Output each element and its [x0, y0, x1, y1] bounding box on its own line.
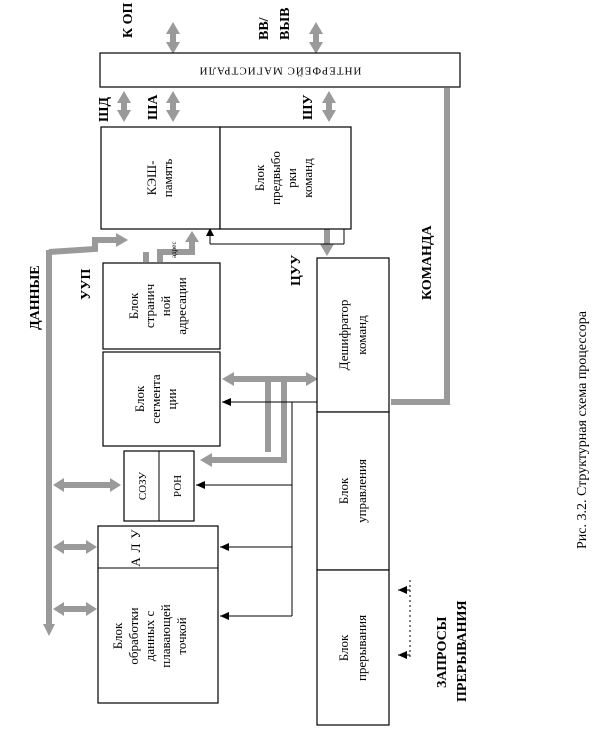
interrupt-label: Блок прерывания [336, 615, 369, 681]
svg-text:Дешифратор: Дешифратор [336, 300, 351, 371]
svg-text:КЭШ-: КЭШ- [144, 161, 159, 196]
cache-box [100, 126, 221, 230]
svg-text:плавающей: плавающей [158, 604, 173, 667]
svg-text:А: А [128, 557, 143, 567]
interface-bus-label: ИНТЕРФЕЙС МАГИСТРАЛИ [199, 64, 362, 76]
data-bus-vertical [43, 233, 128, 636]
vyv-label: ВЫВ [278, 8, 293, 40]
svg-text:сегмента: сегмента [148, 374, 163, 424]
vv-label: ВВ/ [257, 16, 272, 40]
sha-arrow [166, 91, 180, 122]
segment-label: Блок сегмента ции [132, 374, 179, 424]
data-bus-branch-fpu [53, 602, 97, 616]
uup-bus [143, 231, 199, 262]
segment-box [102, 351, 221, 447]
svg-text:ции: ции [164, 389, 179, 410]
komanda-bus [391, 88, 450, 405]
svg-text:адресации: адресации [174, 277, 189, 335]
svg-text:управления: управления [354, 459, 369, 523]
svg-text:ной: ной [158, 296, 173, 316]
shu-arrow [322, 91, 336, 122]
k-op-arrow [166, 22, 180, 54]
svg-text:странич: странич [142, 283, 157, 328]
paging-box [102, 262, 221, 350]
svg-text:Блок: Блок [132, 385, 147, 412]
decoder-box [316, 257, 390, 413]
figure-caption: Рис. 3.2. Структурная схема процессора [575, 310, 590, 549]
data-bus-branch-sozu [53, 478, 121, 492]
data-bus-branch-alu [53, 540, 97, 554]
svg-text:Л: Л [128, 543, 143, 552]
fpu-label: Блок обработки данных с плавающей точкой [110, 604, 189, 667]
prefetch-label: Блок предвыбо рки команд [252, 151, 315, 205]
shd-arrow [117, 91, 131, 122]
fpu-box [97, 525, 219, 704]
prefetch-box [219, 126, 352, 230]
cache-label: КЭШ- память [144, 159, 175, 198]
svg-text:Блок: Блок [252, 164, 267, 191]
svg-text:данных с: данных с [142, 610, 157, 661]
ron-label: РОН [172, 475, 184, 497]
zaprosy-label: ЗАПРОСЫ [435, 616, 450, 688]
svg-text:обработки: обработки [126, 607, 141, 664]
svg-text:команд: команд [354, 315, 369, 355]
shd-label: ШД [97, 97, 112, 122]
uup-label: УУП [79, 268, 94, 300]
svg-text:У: У [128, 529, 143, 539]
svg-text:Блок: Блок [336, 477, 351, 504]
k-op-label: К ОП [121, 2, 136, 38]
prefetch-decoder-bus [320, 228, 334, 256]
svg-text:Блок: Блок [126, 292, 141, 319]
paging-label: Блок странич ной адресации [126, 277, 189, 335]
shu-label: ШУ [301, 94, 316, 120]
interrupt-box [316, 569, 390, 726]
sozu-label: СОЗУ [137, 472, 149, 501]
control-arrowheads [196, 228, 410, 659]
svg-text:Блок: Блок [110, 622, 125, 649]
interface-bus-box [99, 52, 461, 88]
alu-label: А Л У [128, 529, 143, 567]
svg-text:прерывания: прерывания [354, 615, 369, 681]
segment-decoder-bus [200, 372, 318, 467]
control-box [316, 411, 390, 571]
preryvaniya-label: ПРЕРЫВАНИЯ [455, 600, 470, 702]
tsuu-label: ЦУУ [289, 255, 304, 286]
vv-vyv-arrow [309, 22, 323, 54]
komanda-label: КОМАНДА [420, 224, 435, 300]
svg-text:предвыбо: предвыбо [268, 151, 283, 205]
sha-label: ША [146, 94, 161, 120]
svg-text:память: память [160, 159, 175, 198]
svg-text:точкой: точкой [174, 617, 189, 654]
decoder-label: Дешифратор команд [336, 300, 369, 371]
dannye-label: ДАННЫЕ [28, 265, 43, 330]
svg-text:рки: рки [284, 168, 299, 188]
svg-text:Блок: Блок [336, 634, 351, 661]
control-label: Блок управления [336, 459, 369, 523]
svg-text:команд: команд [300, 158, 315, 198]
adres-label: адрес [170, 241, 178, 258]
control-lines [196, 226, 411, 660]
